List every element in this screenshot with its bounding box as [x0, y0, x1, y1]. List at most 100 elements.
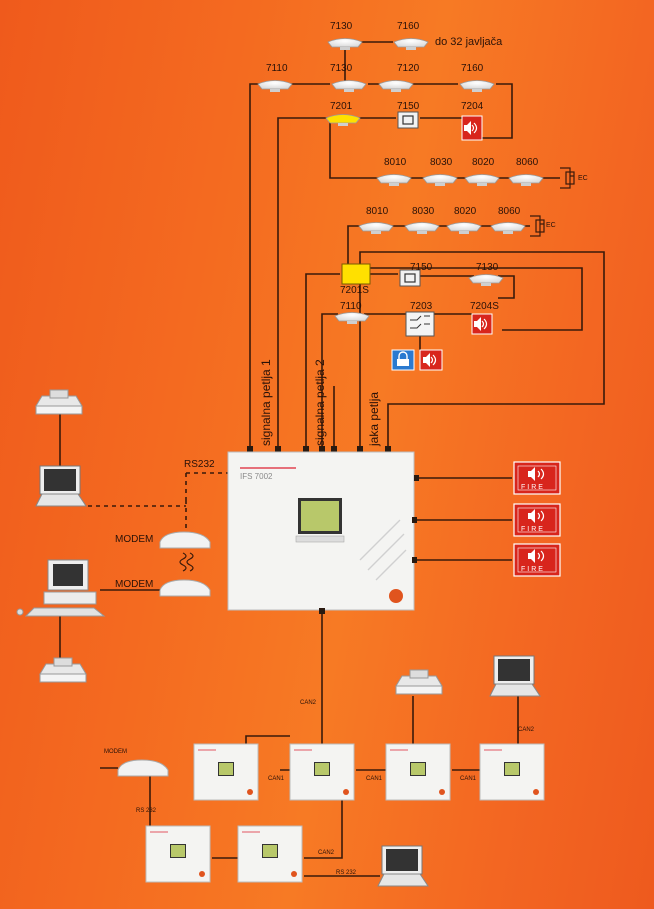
label-ec-1: EC	[578, 175, 588, 182]
detector-loop2-1	[404, 222, 440, 234]
phone-line-symbol	[179, 552, 194, 572]
can-terminal	[319, 608, 325, 614]
device-marks	[16, 38, 575, 887]
detector-row4-3	[508, 174, 544, 186]
label-8030-b: 8030	[412, 206, 435, 217]
wire-net-link	[245, 735, 290, 744]
printer-3-icon	[395, 669, 443, 695]
detector-7130-top	[327, 38, 363, 50]
siren-text-2: FIRE	[521, 526, 545, 533]
sounder-7204-icon	[461, 115, 483, 141]
network-panel-1	[193, 743, 259, 801]
wire-loop2-out	[305, 273, 340, 452]
sounder-sub-icon	[419, 349, 443, 371]
siren-terminal-2	[412, 557, 417, 563]
label-8030: 8030	[430, 157, 453, 168]
terminal-5	[357, 446, 363, 454]
terminal-1	[275, 446, 281, 454]
label-8060-b: 8060	[498, 206, 521, 217]
label-7204s: 7204S	[470, 301, 499, 312]
label-can2-top: CAN2	[300, 700, 317, 706]
label-power-loop: jaka petlja	[367, 391, 381, 446]
wire-net-periph	[412, 696, 519, 744]
callpoint-7150b-icon	[399, 269, 421, 287]
modem-3-icon	[117, 759, 169, 777]
detector-7130	[331, 80, 367, 92]
laptop-1-icon	[35, 465, 87, 507]
detector-loop2-2	[446, 222, 482, 234]
terminal-6	[385, 446, 391, 454]
detector-7160-top	[393, 38, 429, 50]
terminal-2	[303, 446, 309, 454]
detector-7160	[459, 80, 495, 92]
label-can1-b: CAN1	[366, 776, 383, 782]
label-max-detectors: do 32 javljača	[435, 36, 503, 48]
label-8060: 8060	[516, 157, 539, 168]
siren-terminal-1	[412, 517, 417, 523]
sounder-7204s-icon	[471, 313, 493, 335]
label-modem-2: MODEM	[115, 579, 154, 590]
network-panel-6	[237, 825, 303, 883]
detector-row4-1	[422, 174, 458, 186]
label-7130-b: 7130	[476, 262, 499, 273]
modem-2-icon	[159, 579, 211, 597]
label-7130-top: 7130	[330, 21, 353, 32]
ec-terminator-2	[530, 215, 545, 237]
network-panel-4	[479, 743, 545, 801]
control-panel-ifs7002	[227, 451, 415, 611]
detector-7120	[378, 80, 414, 92]
printer-1-icon	[35, 389, 83, 415]
siren-text-1: FIRE	[521, 484, 545, 491]
label-7150: 7150	[397, 101, 420, 112]
network-panel-5	[145, 825, 211, 883]
label-8010: 8010	[384, 157, 407, 168]
wire-loop2-up	[347, 225, 362, 264]
network-panel-3	[385, 743, 451, 801]
detector-row4-2	[464, 174, 500, 186]
label-7160: 7160	[461, 63, 484, 74]
label-8010-b: 8010	[366, 206, 389, 217]
panel-model: IFS 7002	[240, 472, 273, 481]
label-loop1: signalna petlja 1	[259, 359, 273, 446]
callpoint-7150-icon	[397, 111, 419, 129]
detector-loop2-0	[358, 222, 394, 234]
network-panel-2	[289, 743, 355, 801]
lock-icon	[391, 349, 415, 371]
siren-terminal-0	[414, 475, 419, 481]
laptop-3-icon	[377, 845, 429, 887]
detector-7110b	[334, 312, 370, 324]
label-7201: 7201	[330, 101, 353, 112]
module-7201s-icon	[341, 263, 371, 285]
label-7110-b: 7110	[340, 301, 362, 312]
ec-terminator-1	[560, 167, 575, 189]
label-7130: 7130	[330, 63, 353, 74]
desktop-pc-icon	[16, 559, 106, 617]
label-7160-top: 7160	[397, 21, 420, 32]
terminal-3	[319, 446, 325, 454]
label-can2-bottom: CAN2	[318, 850, 335, 856]
fire-siren-3	[513, 543, 561, 577]
label-7204: 7204	[461, 101, 484, 112]
wire-loop2-return	[370, 267, 583, 331]
laptop-2-icon	[489, 655, 541, 697]
wire-loop2-in	[321, 313, 338, 452]
wire-row2-return	[482, 83, 513, 139]
siren-text-3: FIRE	[521, 566, 545, 573]
printer-2-icon	[39, 657, 87, 683]
fire-siren-2	[513, 503, 561, 537]
label-7203: 7203	[410, 301, 433, 312]
wire-can2-bottom	[304, 800, 343, 859]
label-7201s: 7201S	[340, 285, 369, 296]
fire-siren-1	[513, 461, 561, 495]
label-7120: 7120	[397, 63, 420, 74]
label-can1-c: CAN1	[460, 776, 477, 782]
detector-row4-0	[376, 174, 412, 186]
modem-1-icon	[159, 531, 211, 549]
label-rs232: RS232	[184, 459, 215, 470]
label-can1-a-shown: CAN1	[268, 776, 285, 782]
label-rs232-a: RS 232	[136, 808, 157, 814]
detector-7130b	[468, 274, 504, 286]
label-network-modem: MODEM	[104, 749, 127, 755]
detector-loop2-3	[490, 222, 526, 234]
